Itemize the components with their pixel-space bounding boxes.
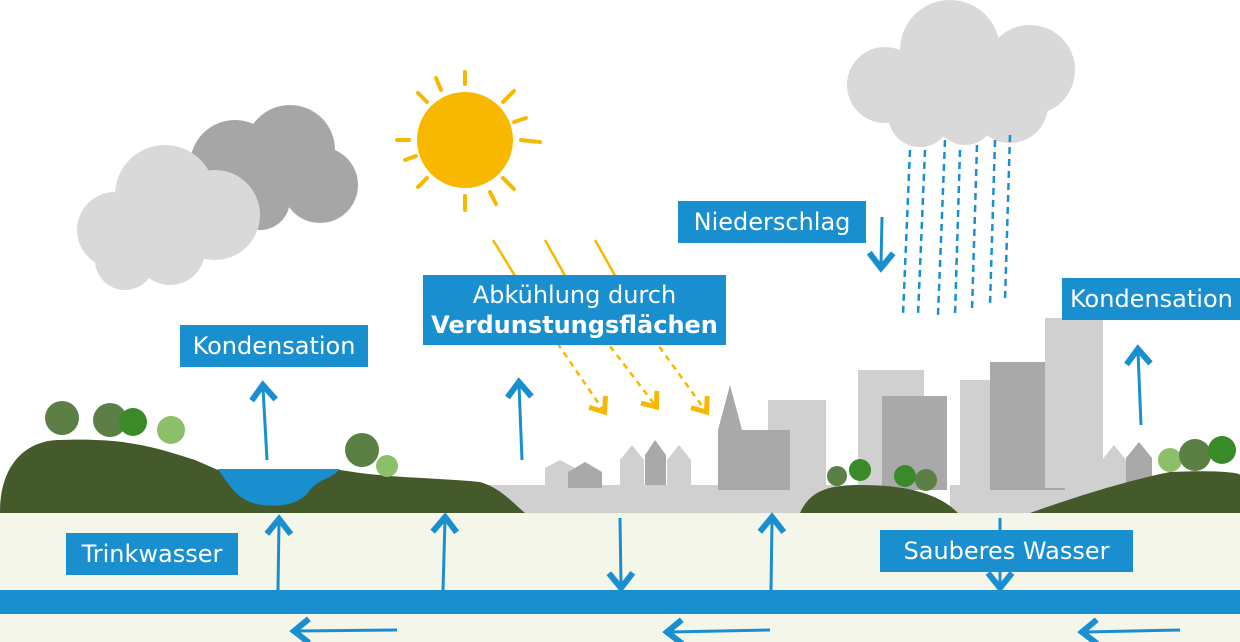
kondensation-right-label: Kondensation (1062, 278, 1240, 320)
sun-icon (395, 70, 542, 212)
rain-cloud-icon (847, 0, 1075, 147)
sauberes-wasser-label: Sauberes Wasser (880, 530, 1133, 572)
abkuehlung-line1: Abkühlung durch (472, 281, 677, 309)
abkuehlung-line2: Verdunstungsflächen (431, 311, 718, 339)
hill-middle (800, 485, 958, 513)
hill-right (1030, 471, 1240, 513)
lake (218, 469, 340, 506)
cloud-dark-icon (190, 105, 358, 230)
cloud-light-icon (77, 145, 260, 290)
niederschlag-label: Niederschlag (678, 201, 866, 243)
kondensation-left-label: Kondensation (180, 325, 368, 367)
rain-icon (901, 134, 1012, 316)
abkuehlung-label: Abkühlung durch Verdunstungsflächen (423, 275, 726, 345)
trinkwasser-label: Trinkwasser (66, 533, 238, 575)
trees (45, 401, 1236, 491)
city-buildings (480, 318, 1240, 513)
groundwater-pipe (0, 590, 1240, 614)
flow-arrows (249, 216, 1181, 642)
